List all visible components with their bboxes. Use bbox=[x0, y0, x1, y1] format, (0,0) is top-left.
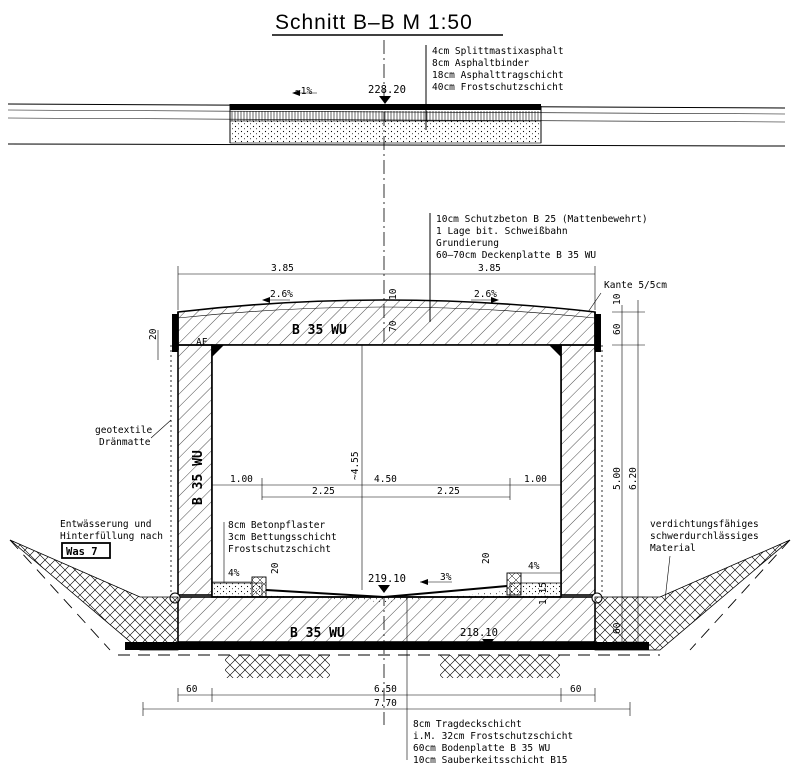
fill-line-1: verdichtungsfähiges bbox=[650, 519, 759, 530]
roof-layer-3: Grundierung bbox=[436, 238, 499, 249]
dim-half-left: 3.85 bbox=[271, 263, 294, 274]
base-layer bbox=[230, 111, 541, 121]
dim-wall-offset: 20 bbox=[148, 328, 159, 340]
floor-layers-callout: 8cm Tragdeckschicht i.M. 32cm Frostschut… bbox=[413, 719, 573, 766]
roof-layer-4: 60–70cm Deckenplatte B 35 WU bbox=[436, 250, 596, 261]
curb-dim-left: 20 bbox=[270, 562, 281, 574]
title-text: Schnitt B–B M 1:50 bbox=[275, 11, 473, 34]
road-layer-4: 40cm Frostschutzschicht bbox=[432, 82, 564, 93]
dim-roof-top: 10 bbox=[388, 288, 399, 300]
backfill bbox=[9, 539, 791, 678]
floor-layer-2: i.M. 32cm Frostschutzschicht bbox=[413, 731, 573, 742]
floor-annotations: B 35 WU 218.10 bbox=[290, 626, 498, 647]
bottom-dimensions: 60 6.50 60 7.70 bbox=[142, 684, 631, 716]
fill-line-3: Material bbox=[650, 543, 696, 554]
dim-right-500: 5.00 bbox=[612, 467, 623, 490]
walk-layer-3: Frostschutzschicht bbox=[228, 544, 331, 555]
elevation-marker-icon bbox=[482, 639, 494, 647]
af-label-left: AF bbox=[196, 337, 208, 348]
dim-walk-left: 1.00 bbox=[230, 474, 253, 485]
interior-dimensions: 1.00 4.50 1.00 2.25 2.25 ~4.55 bbox=[212, 345, 561, 760]
dim-lane-left: 2.25 bbox=[312, 486, 335, 497]
walk-layer-2: 3cm Bettungsschicht bbox=[228, 532, 337, 543]
dim-inner-height: ~4.55 bbox=[350, 451, 361, 480]
road-layer-2: 8cm Asphaltbinder bbox=[432, 58, 530, 69]
road-elevation: 228.20 bbox=[368, 84, 406, 96]
elev-road-inside: 219.10 bbox=[368, 573, 406, 585]
dim-115: 1.15 bbox=[538, 582, 549, 605]
dim-half-right: 3.85 bbox=[478, 263, 501, 274]
top-dimension: 3.85 3.85 bbox=[177, 263, 596, 310]
was-label: Was 7 bbox=[66, 546, 98, 558]
dim-right-10: 10 bbox=[612, 293, 623, 305]
drainage-line-2: Hinterfüllung nach bbox=[60, 531, 163, 542]
floor-concrete-label: B 35 WU bbox=[290, 626, 345, 641]
road-layer-1: 4cm Splittmastixasphalt bbox=[432, 46, 564, 57]
right-dimensions: 10 60 5.00 6.20 60 verdichtungsfähiges s… bbox=[612, 293, 759, 648]
geotextile-line-1: geotextile bbox=[95, 425, 152, 436]
wall-concrete-label: B 35 WU bbox=[191, 450, 206, 505]
dim-right-60: 60 bbox=[612, 323, 623, 335]
floor-layer-4: 10cm Sauberkeitsschicht B15 bbox=[413, 755, 567, 766]
roof-layer-2: 1 Lage bit. Schweißbahn bbox=[436, 226, 568, 237]
slope-left: 2.6% bbox=[270, 289, 293, 300]
drainage-line-1: Entwässerung und bbox=[60, 519, 152, 530]
culvert-structure bbox=[125, 299, 649, 650]
slope-right: 2.6% bbox=[474, 289, 497, 300]
walk-slope-right: 4% bbox=[528, 561, 540, 572]
road-slope: ~1% bbox=[295, 86, 312, 97]
left-annotations: 20 B 35 WU geotextile Dränmatte Entwässe… bbox=[60, 328, 208, 559]
fill-line-2: schwerdurchlässiges bbox=[650, 531, 759, 542]
road-section: ~1% 228.20 4cm Splittmastixasphalt 8cm A… bbox=[7, 45, 786, 147]
dim-bottom-60-left: 60 bbox=[186, 684, 198, 695]
dim-bottom-60-right: 60 bbox=[570, 684, 582, 695]
asphalt-layer bbox=[230, 104, 541, 110]
interior-floor bbox=[211, 572, 562, 602]
geotextile-line-2: Dränmatte bbox=[99, 437, 151, 448]
floor-layer-1: 8cm Tragdeckschicht bbox=[413, 719, 522, 730]
roof-dimensions: 2.6% 2.6% 10 70 B 35 WU Kante 5/5cm bbox=[262, 280, 667, 338]
walk-layer-1: 8cm Betonpflaster bbox=[228, 520, 326, 531]
dim-right-60-bottom: 60 bbox=[612, 622, 623, 634]
road-layer-3: 18cm Asphalttragschicht bbox=[432, 70, 564, 81]
dim-walk-right: 1.00 bbox=[524, 474, 547, 485]
drawing-title: Schnitt B–B M 1:50 bbox=[272, 11, 503, 36]
elev-bottom: 218.10 bbox=[460, 627, 498, 639]
floor-layer-3: 60cm Bodenplatte B 35 WU bbox=[413, 743, 551, 754]
dim-bottom-770: 7.70 bbox=[374, 698, 397, 709]
walkway-annotations: 8cm Betonpflaster 3cm Bettungsschicht Fr… bbox=[223, 520, 549, 605]
walk-slope-left: 4% bbox=[228, 568, 240, 579]
dim-right-620: 6.20 bbox=[628, 467, 639, 490]
curb-dim-right: 20 bbox=[481, 552, 492, 564]
kante-label: Kante 5/5cm bbox=[604, 280, 667, 291]
elevation-marker-icon bbox=[378, 585, 390, 593]
dim-roof-thickness: 70 bbox=[388, 320, 399, 332]
road-slope-inside: 3% bbox=[440, 572, 452, 583]
dim-inner-width: 4.50 bbox=[374, 474, 397, 485]
elevation-marker-icon bbox=[379, 96, 391, 104]
dim-lane-right: 2.25 bbox=[437, 486, 460, 497]
dim-bottom-650: 6.50 bbox=[374, 684, 397, 695]
roof-concrete-label: B 35 WU bbox=[292, 323, 347, 338]
frost-layer bbox=[229, 120, 542, 144]
roof-layer-1: 10cm Schutzbeton B 25 (Mattenbewehrt) bbox=[436, 214, 648, 225]
